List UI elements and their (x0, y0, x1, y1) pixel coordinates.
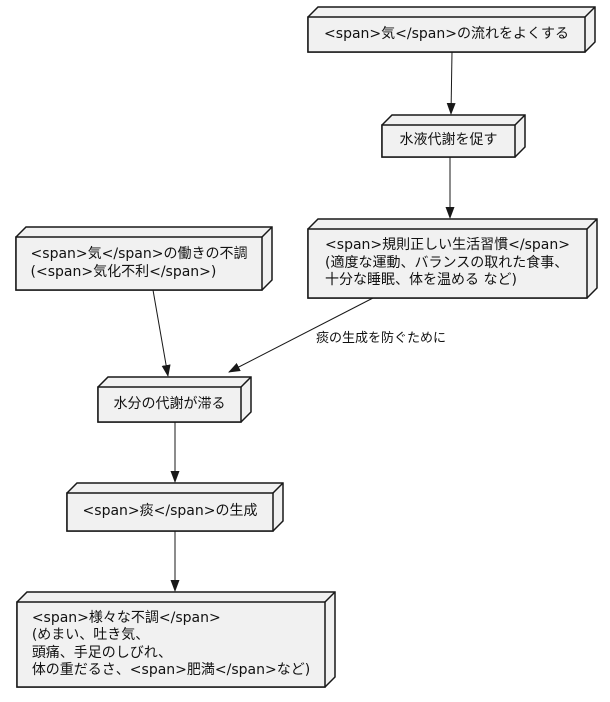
node-shape-disorders (16, 591, 336, 688)
node-shape-lifestyle (307, 218, 598, 299)
node-qi-disorder: <span>気</span>の働きの不調 (<span>気化不利</span>) (16, 237, 262, 290)
node-shape-flow (307, 6, 596, 53)
edge-lifestyle-to-stagnation (228, 297, 374, 373)
node-metabolism: 水液代謝を促す (382, 125, 515, 157)
edge-label: 痰の生成を防ぐために (316, 331, 447, 346)
node-shape-metabolism (381, 114, 526, 158)
node-phlegm: <span>痰</span>の生成 (67, 493, 273, 531)
node-phlegm-label: <span>痰</span>の生成 (82, 503, 258, 520)
node-stagnation-label: 水分の代謝が滞る (113, 395, 226, 412)
node-lifestyle: <span>規則正しい生活習慣</span> (適度な運動、バランスの取れた食事… (308, 229, 587, 298)
node-shape-phlegm (66, 482, 284, 532)
edge-flow-to-metabolism (446, 51, 456, 115)
node-flow: <span>気</span>の流れをよくする (308, 17, 585, 52)
edge-qi-disorder-to-stagnation (152, 289, 171, 377)
node-disorders: <span>様々な不調</span> (めまい、吐き気、 頭痛、手足のしびれ、 … (17, 602, 325, 687)
node-shape-qi-disorder (15, 226, 273, 291)
node-shape-stagnation (97, 376, 252, 423)
node-disorders-label: <span>様々な不調</span> (めまい、吐き気、 頭痛、手足のしびれ、 … (31, 609, 311, 679)
node-stagnation: 水分の代謝が滞る (98, 387, 241, 422)
edges (152, 51, 456, 592)
node-metabolism-label: 水液代謝を促す (399, 132, 498, 149)
node-flow-label: <span>気</span>の流れをよくする (324, 25, 569, 42)
node-qi-disorder-label: <span>気</span>の働きの不調 (<span>気化不利</span>) (30, 246, 248, 280)
node-lifestyle-label: <span>規則正しい生活習慣</span> (適度な運動、バランスの取れた食事… (325, 237, 570, 289)
